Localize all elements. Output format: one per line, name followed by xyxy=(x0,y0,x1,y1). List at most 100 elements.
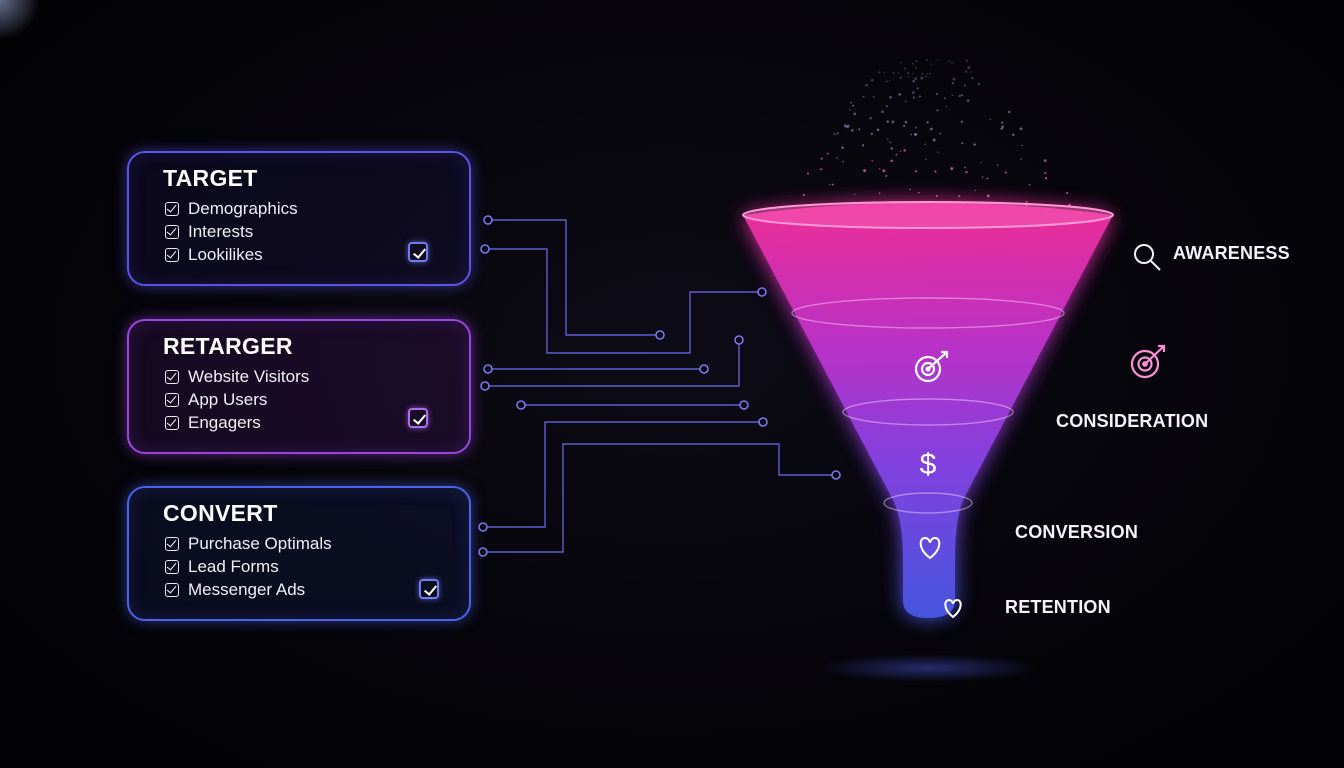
particle xyxy=(900,77,902,79)
particle xyxy=(820,168,822,170)
particle xyxy=(862,144,864,146)
particle xyxy=(961,94,963,96)
particle xyxy=(915,133,917,135)
particle xyxy=(909,76,910,77)
particle xyxy=(1020,158,1022,160)
stage-label-consideration: CONSIDERATION xyxy=(1056,411,1208,432)
particle xyxy=(925,158,926,159)
particle xyxy=(1001,125,1004,128)
particle xyxy=(912,80,915,83)
particle xyxy=(1066,192,1068,194)
list-item[interactable]: Purchase Optimals xyxy=(165,532,332,555)
particle xyxy=(832,184,834,186)
item-label: Demographics xyxy=(188,199,298,219)
particle xyxy=(936,93,938,95)
convert-panel: CONVERT Purchase Optimals Lead Forms Mes… xyxy=(127,486,471,621)
checkbox-icon[interactable] xyxy=(165,393,179,407)
particle xyxy=(836,157,838,159)
particle xyxy=(975,190,976,191)
particle xyxy=(982,176,984,178)
particle xyxy=(964,84,966,86)
checkbox-icon[interactable] xyxy=(165,537,179,551)
particle xyxy=(907,72,909,74)
checkbox-icon[interactable] xyxy=(165,560,179,574)
particle xyxy=(986,178,988,180)
particle xyxy=(922,73,924,75)
target-panel: TARGET Demographics Interests Lookilikes xyxy=(127,151,471,286)
particle xyxy=(842,161,844,163)
particle xyxy=(905,101,907,103)
list-item[interactable]: Lead Forms xyxy=(165,555,332,578)
particle xyxy=(1012,134,1014,136)
particle xyxy=(871,133,873,135)
checkbox-icon[interactable] xyxy=(165,202,179,216)
particle xyxy=(877,128,880,131)
connector-line xyxy=(485,340,739,386)
particle xyxy=(1029,184,1030,185)
connector-node xyxy=(700,365,708,373)
particle xyxy=(891,147,893,149)
checkbox-icon[interactable] xyxy=(165,248,179,262)
particle xyxy=(1044,159,1047,162)
panel-check-icon[interactable] xyxy=(419,579,439,599)
item-label: Lead Forms xyxy=(188,557,279,577)
list-item[interactable]: App Users xyxy=(165,388,309,411)
particle xyxy=(970,71,972,73)
particle xyxy=(899,93,901,95)
particle xyxy=(912,73,913,74)
particle xyxy=(951,62,953,64)
checkbox-icon[interactable] xyxy=(165,225,179,239)
particle xyxy=(958,195,960,197)
connector-node xyxy=(740,401,748,409)
panel-check-icon[interactable] xyxy=(408,242,428,262)
particle xyxy=(890,160,893,163)
particle xyxy=(944,97,946,99)
particle xyxy=(964,167,966,169)
particle xyxy=(973,143,975,145)
list-item[interactable]: Website Visitors xyxy=(165,365,309,388)
particle xyxy=(886,81,888,83)
particle xyxy=(965,71,967,73)
list-item[interactable]: Engagers xyxy=(165,411,309,434)
particle xyxy=(900,62,902,64)
particle xyxy=(952,95,953,96)
particle xyxy=(946,106,947,107)
connector-node xyxy=(479,523,487,531)
panel-check-icon[interactable] xyxy=(408,408,428,428)
connector-node xyxy=(517,401,525,409)
connector-node xyxy=(484,365,492,373)
particle xyxy=(966,59,968,61)
particle xyxy=(886,120,889,123)
particles xyxy=(762,59,1071,210)
particle xyxy=(917,87,919,89)
particle xyxy=(1026,201,1028,203)
particle xyxy=(987,195,990,198)
particle xyxy=(915,67,917,69)
list-item[interactable]: Lookilikes xyxy=(165,243,298,266)
particle xyxy=(971,77,973,79)
panel-list: Demographics Interests Lookilikes xyxy=(165,197,298,266)
particle xyxy=(873,96,875,98)
panel-title: TARGET xyxy=(163,165,258,192)
connector-line xyxy=(488,220,660,335)
item-label: Website Visitors xyxy=(188,367,309,387)
checkbox-icon[interactable] xyxy=(165,370,179,384)
particle xyxy=(967,66,970,69)
retarget-panel: RETARGER Website Visitors App Users Enga… xyxy=(127,319,471,454)
stage-label-retention: RETENTION xyxy=(1005,597,1111,618)
particle xyxy=(920,77,923,80)
connector-node xyxy=(656,331,664,339)
list-item[interactable]: Interests xyxy=(165,220,298,243)
particle xyxy=(865,84,868,87)
list-item[interactable]: Messenger Ads xyxy=(165,578,332,601)
particle xyxy=(1008,111,1011,114)
particle xyxy=(930,63,932,65)
particle xyxy=(803,194,805,196)
list-item[interactable]: Demographics xyxy=(165,197,298,220)
particle xyxy=(887,139,888,140)
checkbox-icon[interactable] xyxy=(165,416,179,430)
particle xyxy=(978,83,980,85)
checkbox-icon[interactable] xyxy=(165,583,179,597)
particle xyxy=(933,138,936,141)
particle xyxy=(837,132,839,134)
